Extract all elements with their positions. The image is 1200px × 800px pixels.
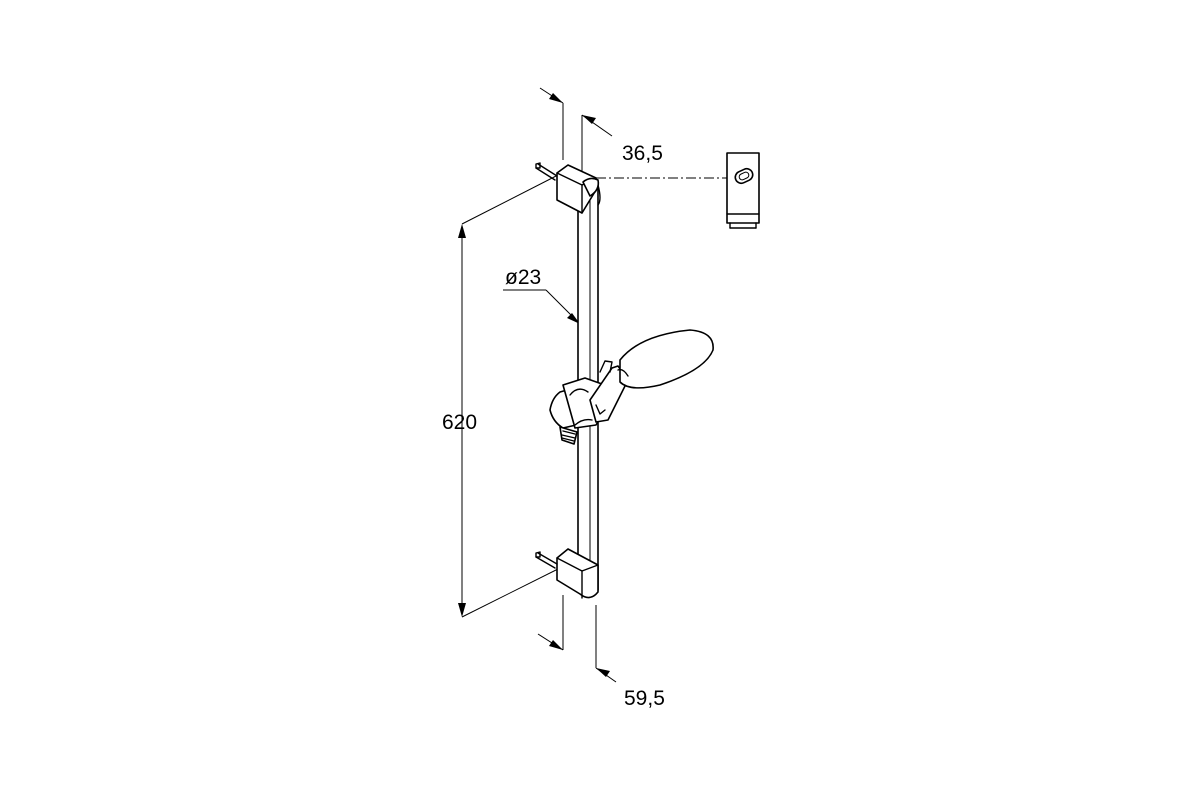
label-bar-diameter: ø23 bbox=[505, 266, 541, 289]
hand-shower-head bbox=[589, 329, 714, 423]
dimension-offset-top: 36,5 bbox=[539, 87, 663, 178]
dimension-offset-bottom: 59,5 bbox=[537, 595, 665, 710]
label-offset-top: 36,5 bbox=[622, 142, 663, 165]
label-bar-length: 620 bbox=[442, 411, 477, 434]
bracket-side-view bbox=[726, 152, 760, 229]
dimension-bar-diameter: ø23 bbox=[503, 266, 580, 324]
dimension-bar-length: 620 bbox=[442, 173, 561, 618]
bottom-wall-bracket bbox=[535, 548, 599, 599]
top-wall-bracket bbox=[535, 162, 600, 214]
label-offset-bottom: 59,5 bbox=[624, 687, 665, 710]
